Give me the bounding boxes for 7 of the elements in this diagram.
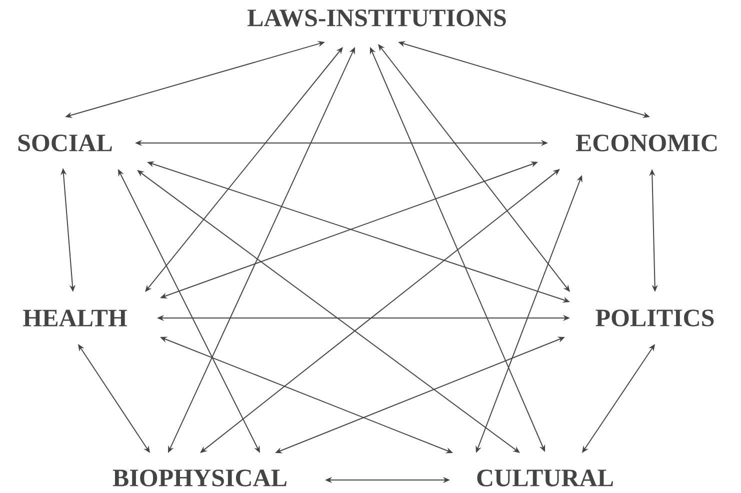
node-label: HEALTH (23, 310, 127, 326)
node-label: POLITICS (596, 310, 714, 326)
node-label: ECONOMIC (576, 134, 717, 152)
node-label: LAWS-INSTITUTIONS (248, 10, 506, 26)
node-label: BIOPHYSICAL (112, 470, 286, 486)
node-label: SOCIAL (18, 134, 112, 152)
node-label: CULTURAL (477, 470, 613, 486)
